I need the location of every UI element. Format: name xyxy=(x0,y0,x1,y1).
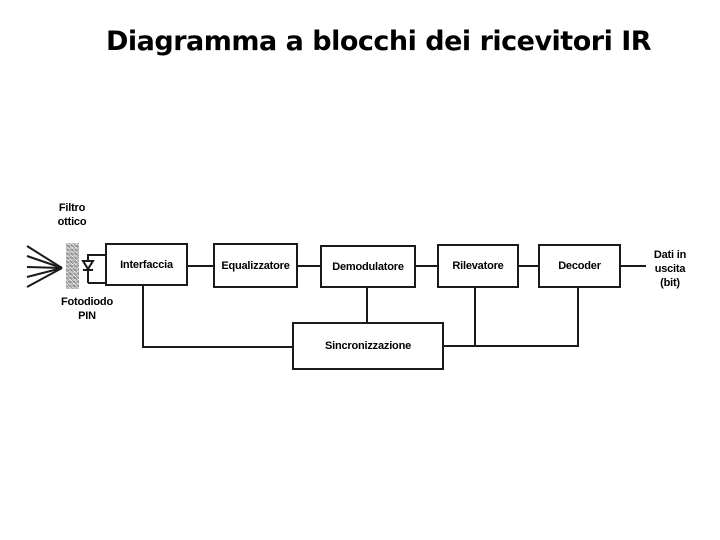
page-title: Diagramma a blocchi dei ricevitori IR xyxy=(106,26,652,57)
photodiode-icon xyxy=(81,254,105,284)
block-interfaccia: Interfaccia xyxy=(105,243,188,286)
optical-filter-label: Filtro ottico xyxy=(57,202,87,228)
block-rilevatore: Rilevatore xyxy=(437,244,519,288)
sync-connectors xyxy=(142,285,579,348)
output-label: Dati in uscita (bit) xyxy=(653,249,687,289)
block-demodulatore: Demodulatore xyxy=(320,245,416,288)
block-sincronizzazione: Sincronizzazione xyxy=(292,322,444,370)
optical-filter-bar xyxy=(66,243,79,289)
ir-rays-icon xyxy=(26,245,63,288)
block-decoder: Decoder xyxy=(538,244,621,288)
block-equalizzatore: Equalizzatore xyxy=(213,243,298,288)
photodiode-label: Fotodiodo PIN xyxy=(61,296,113,322)
